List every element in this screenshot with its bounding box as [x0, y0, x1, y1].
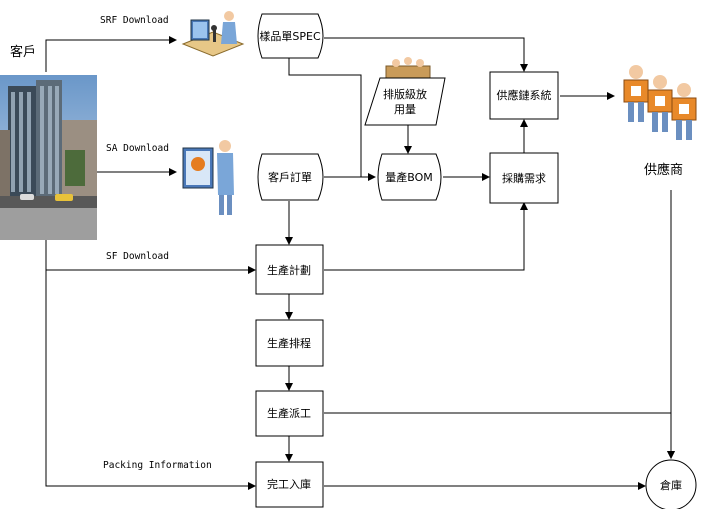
presenter-chart-icon [182, 140, 234, 215]
spec-to-bom-line [288, 55, 362, 177]
sf-download-label: SF Download [106, 251, 169, 262]
purchase-requirement-node: 採購需求 [489, 152, 559, 204]
supplier-label: 供應商 [644, 162, 683, 178]
packing-info-label: Packing Information [103, 460, 212, 471]
svg-text:完工入庫: 完工入庫 [267, 477, 311, 491]
svg-text:樣品單SPEC: 樣品單SPEC [259, 29, 321, 43]
packing-info-arrow [45, 270, 256, 490]
plan-to-purchase-arrow [324, 202, 528, 271]
finished-storage-node: 完工入庫 [255, 461, 324, 508]
srf-download-label: SRF Download [100, 15, 169, 26]
warehouse-node: 倉庫 [645, 459, 697, 509]
svg-text:生產排程: 生產排程 [267, 336, 311, 350]
customer-building-image [0, 75, 97, 240]
svg-text:生產派工: 生產派工 [267, 406, 311, 420]
svg-text:量產BOM: 量產BOM [385, 170, 433, 184]
sa-download-label: SA Download [106, 143, 169, 154]
supplier-couriers-icon [623, 65, 697, 140]
svg-text:用量: 用量 [394, 103, 416, 116]
svg-text:排版級放: 排版級放 [383, 87, 427, 101]
production-plan-node: 生產計劃 [255, 244, 324, 295]
engineer-microscope-icon [181, 11, 245, 57]
customer-label: 客戶 [10, 44, 36, 60]
svg-text:生產計劃: 生產計劃 [267, 263, 311, 277]
svg-text:客戶訂單: 客戶訂單 [268, 170, 312, 184]
svg-text:供應鏈系統: 供應鏈系統 [497, 88, 552, 102]
supply-chain-system-node: 供應鏈系統 [489, 71, 559, 120]
svg-text:倉庫: 倉庫 [660, 478, 682, 492]
srf-download-arrow [45, 36, 177, 72]
layout-usage-node: 排版級放 用量 [364, 77, 446, 126]
spec-to-supply-chain-arrow [324, 37, 528, 72]
customer-order-node: 客戶訂單 [257, 153, 324, 201]
dispatch-to-warehouse-arrow [324, 412, 675, 459]
production-schedule-node: 生產排程 [255, 319, 324, 367]
workers-group-icon [385, 57, 431, 81]
mass-bom-node: 量產BOM [377, 153, 442, 201]
production-dispatch-node: 生產派工 [255, 390, 324, 437]
sample-spec-node: 樣品單SPEC [257, 13, 324, 59]
svg-text:採購需求: 採購需求 [502, 171, 546, 185]
